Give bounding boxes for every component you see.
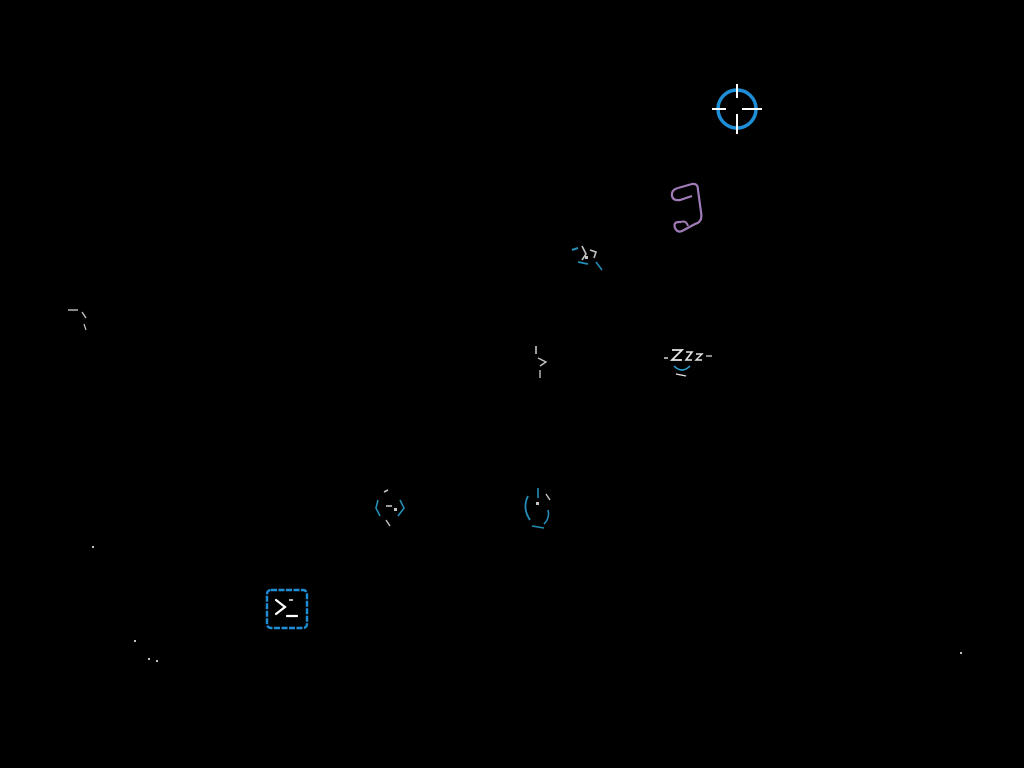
broken-glyph-icon — [566, 240, 610, 276]
sleep-zzz-icon — [660, 344, 716, 380]
crosshair-target-icon[interactable] — [712, 84, 762, 134]
dot-icon — [92, 546, 96, 550]
terminal-icon[interactable] — [265, 588, 309, 630]
small-dash-icon — [64, 304, 94, 334]
cursor-icon — [528, 342, 554, 382]
refresh-fragment-icon — [518, 484, 558, 532]
dot-icon — [134, 640, 162, 664]
scroll-icon[interactable] — [668, 182, 706, 236]
dot-icon — [960, 652, 964, 656]
gear-fragment-icon — [370, 486, 410, 530]
